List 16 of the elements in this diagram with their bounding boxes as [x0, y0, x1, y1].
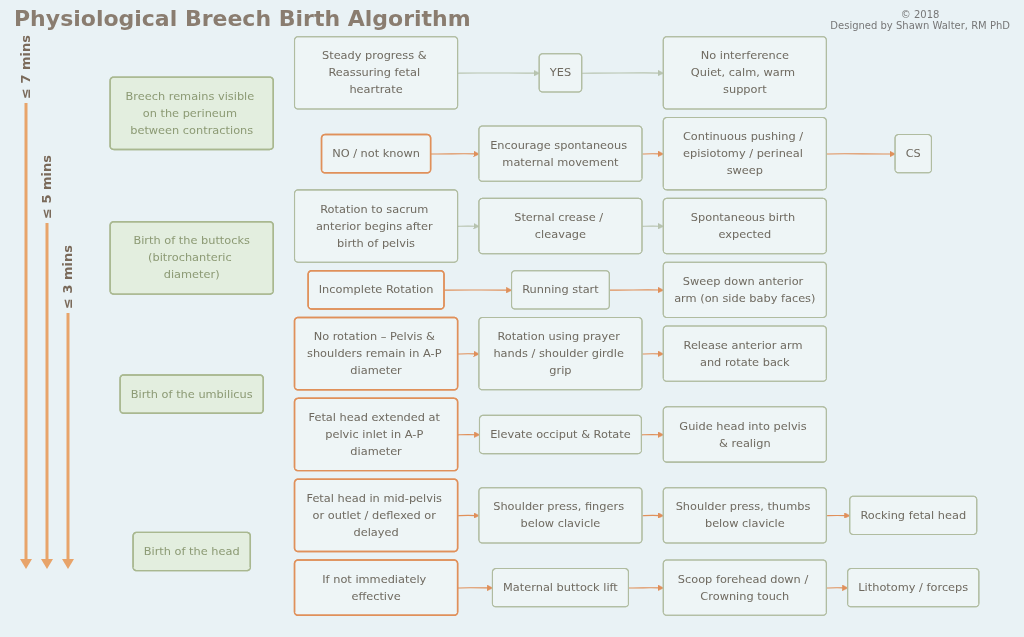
arrow [457, 70, 540, 77]
arrow [581, 69, 664, 77]
arrow [826, 150, 896, 158]
arrow [641, 431, 664, 438]
time-limit-label: ≤ 3 mins [60, 245, 75, 309]
credit-note: Designed by Shawn Walter, RM PhD [830, 20, 1010, 31]
time-limit-label: ≤ 7 mins [18, 35, 33, 99]
time-limit-label: ≤ 5 mins [39, 155, 54, 219]
credit-note: © 2018 [899, 9, 941, 20]
arrow [641, 512, 664, 519]
arrow [641, 223, 664, 230]
arrow [609, 286, 664, 294]
title: Physiological Breech Birth Algorithm [14, 6, 471, 31]
arrow [641, 350, 664, 357]
arrow [628, 584, 664, 591]
arrow [641, 150, 664, 157]
